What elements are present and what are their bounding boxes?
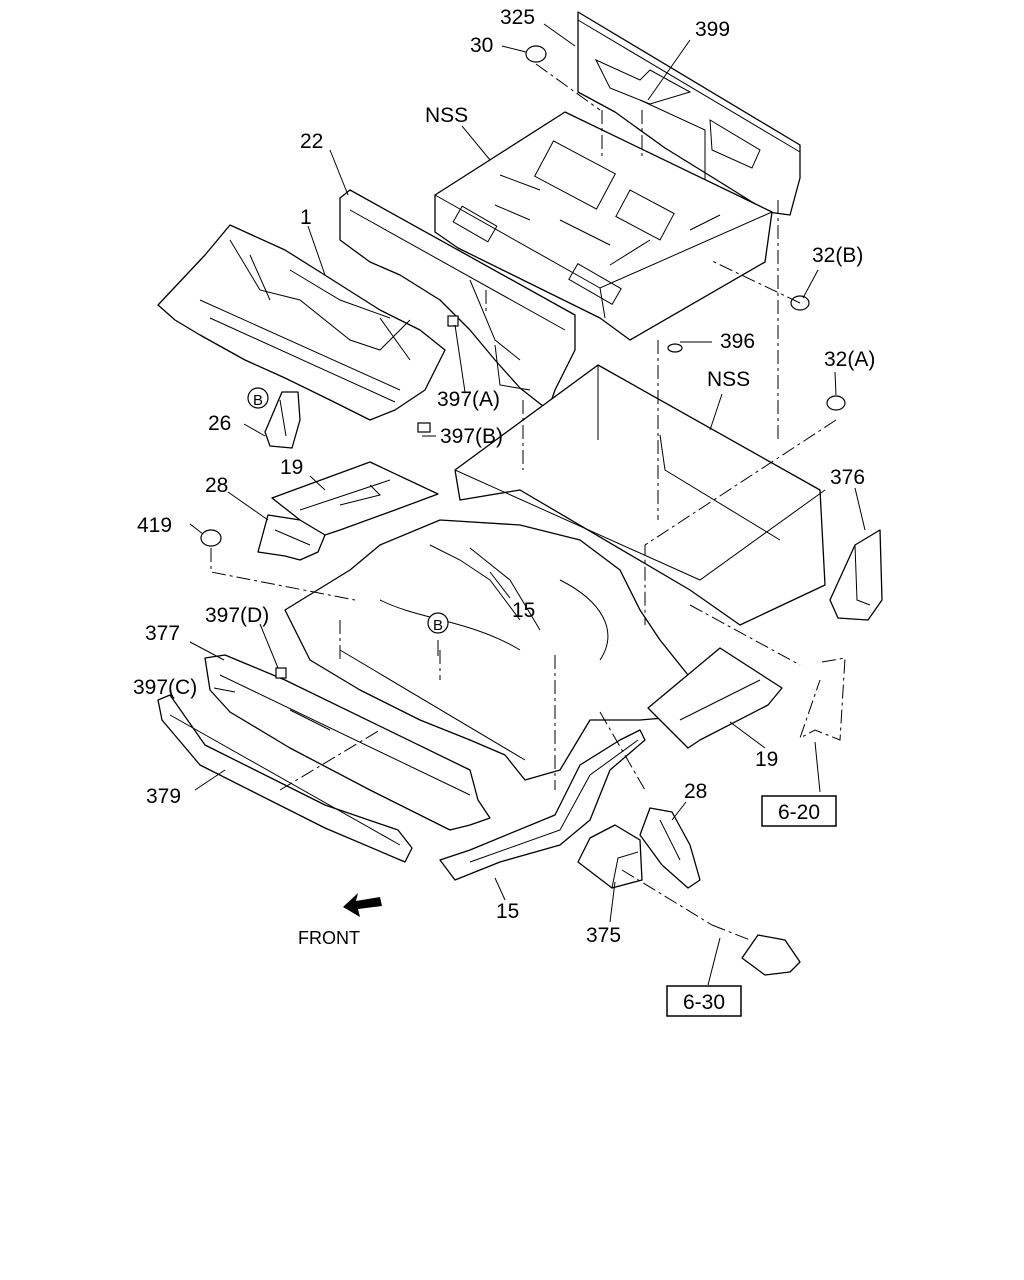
- label-32b: 32(B): [812, 244, 863, 267]
- part-28-upper: [257, 514, 326, 561]
- label-b-2: B: [433, 617, 443, 634]
- grommet-419: [200, 529, 222, 547]
- grommet-30: [525, 45, 547, 63]
- part-376-bracket: [829, 529, 883, 621]
- part-375-panel: [577, 824, 643, 889]
- label-front: FRONT: [298, 928, 360, 948]
- fasteners: [200, 45, 846, 679]
- label-nss-2: NSS: [707, 368, 750, 391]
- part-379-crossmember: [157, 694, 413, 863]
- label-397d: 397(D): [205, 604, 269, 627]
- part-28-lower: [639, 807, 701, 889]
- grommet-32a: [826, 395, 846, 411]
- assembly-lines: [210, 63, 837, 926]
- clip-397a: [447, 315, 459, 327]
- ref-box-6-30: [666, 985, 742, 1017]
- label-26: 26: [208, 412, 231, 435]
- label-22: 22: [300, 130, 323, 153]
- label-396: 396: [720, 330, 755, 353]
- label-397a: 397(A): [437, 388, 500, 411]
- front-arrow: [343, 893, 382, 917]
- part-15-side-rail: [439, 729, 646, 881]
- part-26-bracket: [264, 391, 301, 449]
- label-1: 1: [300, 206, 312, 229]
- label-b-1: B: [253, 392, 263, 409]
- part-rear-floor-upper: [434, 111, 773, 341]
- ref-box-6-20: [761, 795, 837, 827]
- label-379: 379: [146, 785, 181, 808]
- part-22-crossmember: [339, 189, 576, 411]
- clip-397b: [417, 422, 431, 433]
- ref-label-6-20: 6-20: [778, 801, 820, 824]
- label-376: 376: [830, 466, 865, 489]
- clip-397d: [275, 667, 287, 679]
- label-32a: 32(A): [824, 348, 875, 371]
- label-30: 30: [470, 34, 493, 57]
- label-399: 399: [695, 18, 730, 41]
- label-28-lower: 28: [684, 780, 707, 803]
- part-399-rear-panel: [577, 11, 801, 216]
- leader-lines: [189, 23, 866, 986]
- label-397b: 397(B): [440, 425, 503, 448]
- label-397c: 397(C): [133, 676, 197, 699]
- ref-label-6-30: 6-30: [683, 991, 725, 1014]
- part-6-30-component: [711, 924, 801, 976]
- label-28-upper: 28: [205, 474, 228, 497]
- label-15-upper: 15: [512, 599, 535, 622]
- plug-396: [667, 343, 683, 353]
- label-19-lower: 19: [755, 748, 778, 771]
- b-marker-circle-1: [247, 387, 269, 409]
- part-1-front-floor: [157, 224, 446, 421]
- label-377: 377: [145, 622, 180, 645]
- label-15-lower: 15: [496, 900, 519, 923]
- part-nss-rear-floor-pan: [454, 364, 826, 626]
- b-marker-circle-2: [427, 612, 449, 634]
- part-377-crossmember: [204, 654, 491, 831]
- label-nss-1: NSS: [425, 104, 468, 127]
- label-325: 325: [500, 6, 535, 29]
- part-19-lower-right: [647, 647, 783, 749]
- label-19-upper: 19: [280, 456, 303, 479]
- label-375: 375: [586, 924, 621, 947]
- label-419: 419: [137, 514, 172, 537]
- panel-6-20-outline: [799, 657, 846, 741]
